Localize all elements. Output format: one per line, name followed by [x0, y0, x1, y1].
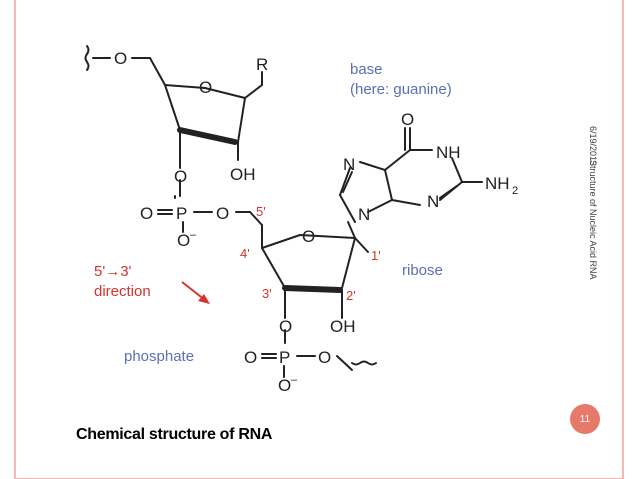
atom-o-top: O	[114, 49, 127, 68]
position-1prime: 1'	[371, 248, 381, 263]
base-label-detail: (here: guanine)	[350, 81, 452, 98]
atom-n3: N	[427, 192, 439, 211]
atom-n7: N	[343, 155, 355, 174]
atom-nh2-subscript: 2	[512, 185, 518, 197]
atom-o-5-link: O	[216, 204, 229, 223]
atom-o-ring-upper: O	[199, 78, 212, 97]
atom-o-minus-lower: O	[278, 376, 291, 395]
direction-label-text: direction	[94, 283, 151, 300]
atom-oh-lower: OH	[330, 317, 356, 336]
position-3prime: 3'	[262, 286, 272, 301]
frame-right-line	[622, 0, 624, 479]
position-2prime: 2'	[346, 288, 356, 303]
ribose-label: ribose	[402, 262, 443, 279]
slide-footer-title: Structure of Nucleic Acid RNA	[588, 160, 598, 280]
phosphate-label: phosphate	[124, 348, 194, 365]
slide-caption: Chemical structure of RNA	[76, 426, 273, 443]
position-4prime: 4'	[240, 246, 250, 261]
atom-o-double-lower: O	[244, 348, 257, 367]
atom-p-lower: P	[279, 348, 290, 367]
minus-sign-upper: –	[190, 229, 197, 241]
atom-o-3-lower: O	[279, 317, 292, 336]
minus-sign-lower: –	[291, 374, 298, 386]
direction-label-arrow: 5'→3'	[94, 263, 132, 280]
atom-p-upper: P	[176, 204, 187, 223]
atom-n9: N	[358, 205, 370, 224]
atom-o-carbonyl: O	[401, 110, 414, 129]
page-number-badge: 11	[570, 404, 600, 434]
atom-r: R	[256, 55, 268, 74]
rna-structure-diagram: O R O O OH O P O O – O O OH O P O O – O …	[84, 45, 518, 395]
base-label: base	[350, 61, 383, 78]
atom-o-minus-upper: O	[177, 231, 190, 250]
atom-o-double-upper: O	[140, 204, 153, 223]
atom-nh2: NH	[485, 174, 510, 193]
atom-nh: NH	[436, 143, 461, 162]
slide-date: 6/19/2013	[588, 126, 598, 167]
atom-o-5-lower: O	[318, 348, 331, 367]
atom-oh-upper: OH	[230, 165, 256, 184]
frame-left-line	[14, 0, 16, 479]
position-5prime: 5'	[256, 204, 266, 219]
atom-o-ring-lower: O	[302, 227, 315, 246]
atom-o-3-upper: O	[174, 167, 187, 186]
